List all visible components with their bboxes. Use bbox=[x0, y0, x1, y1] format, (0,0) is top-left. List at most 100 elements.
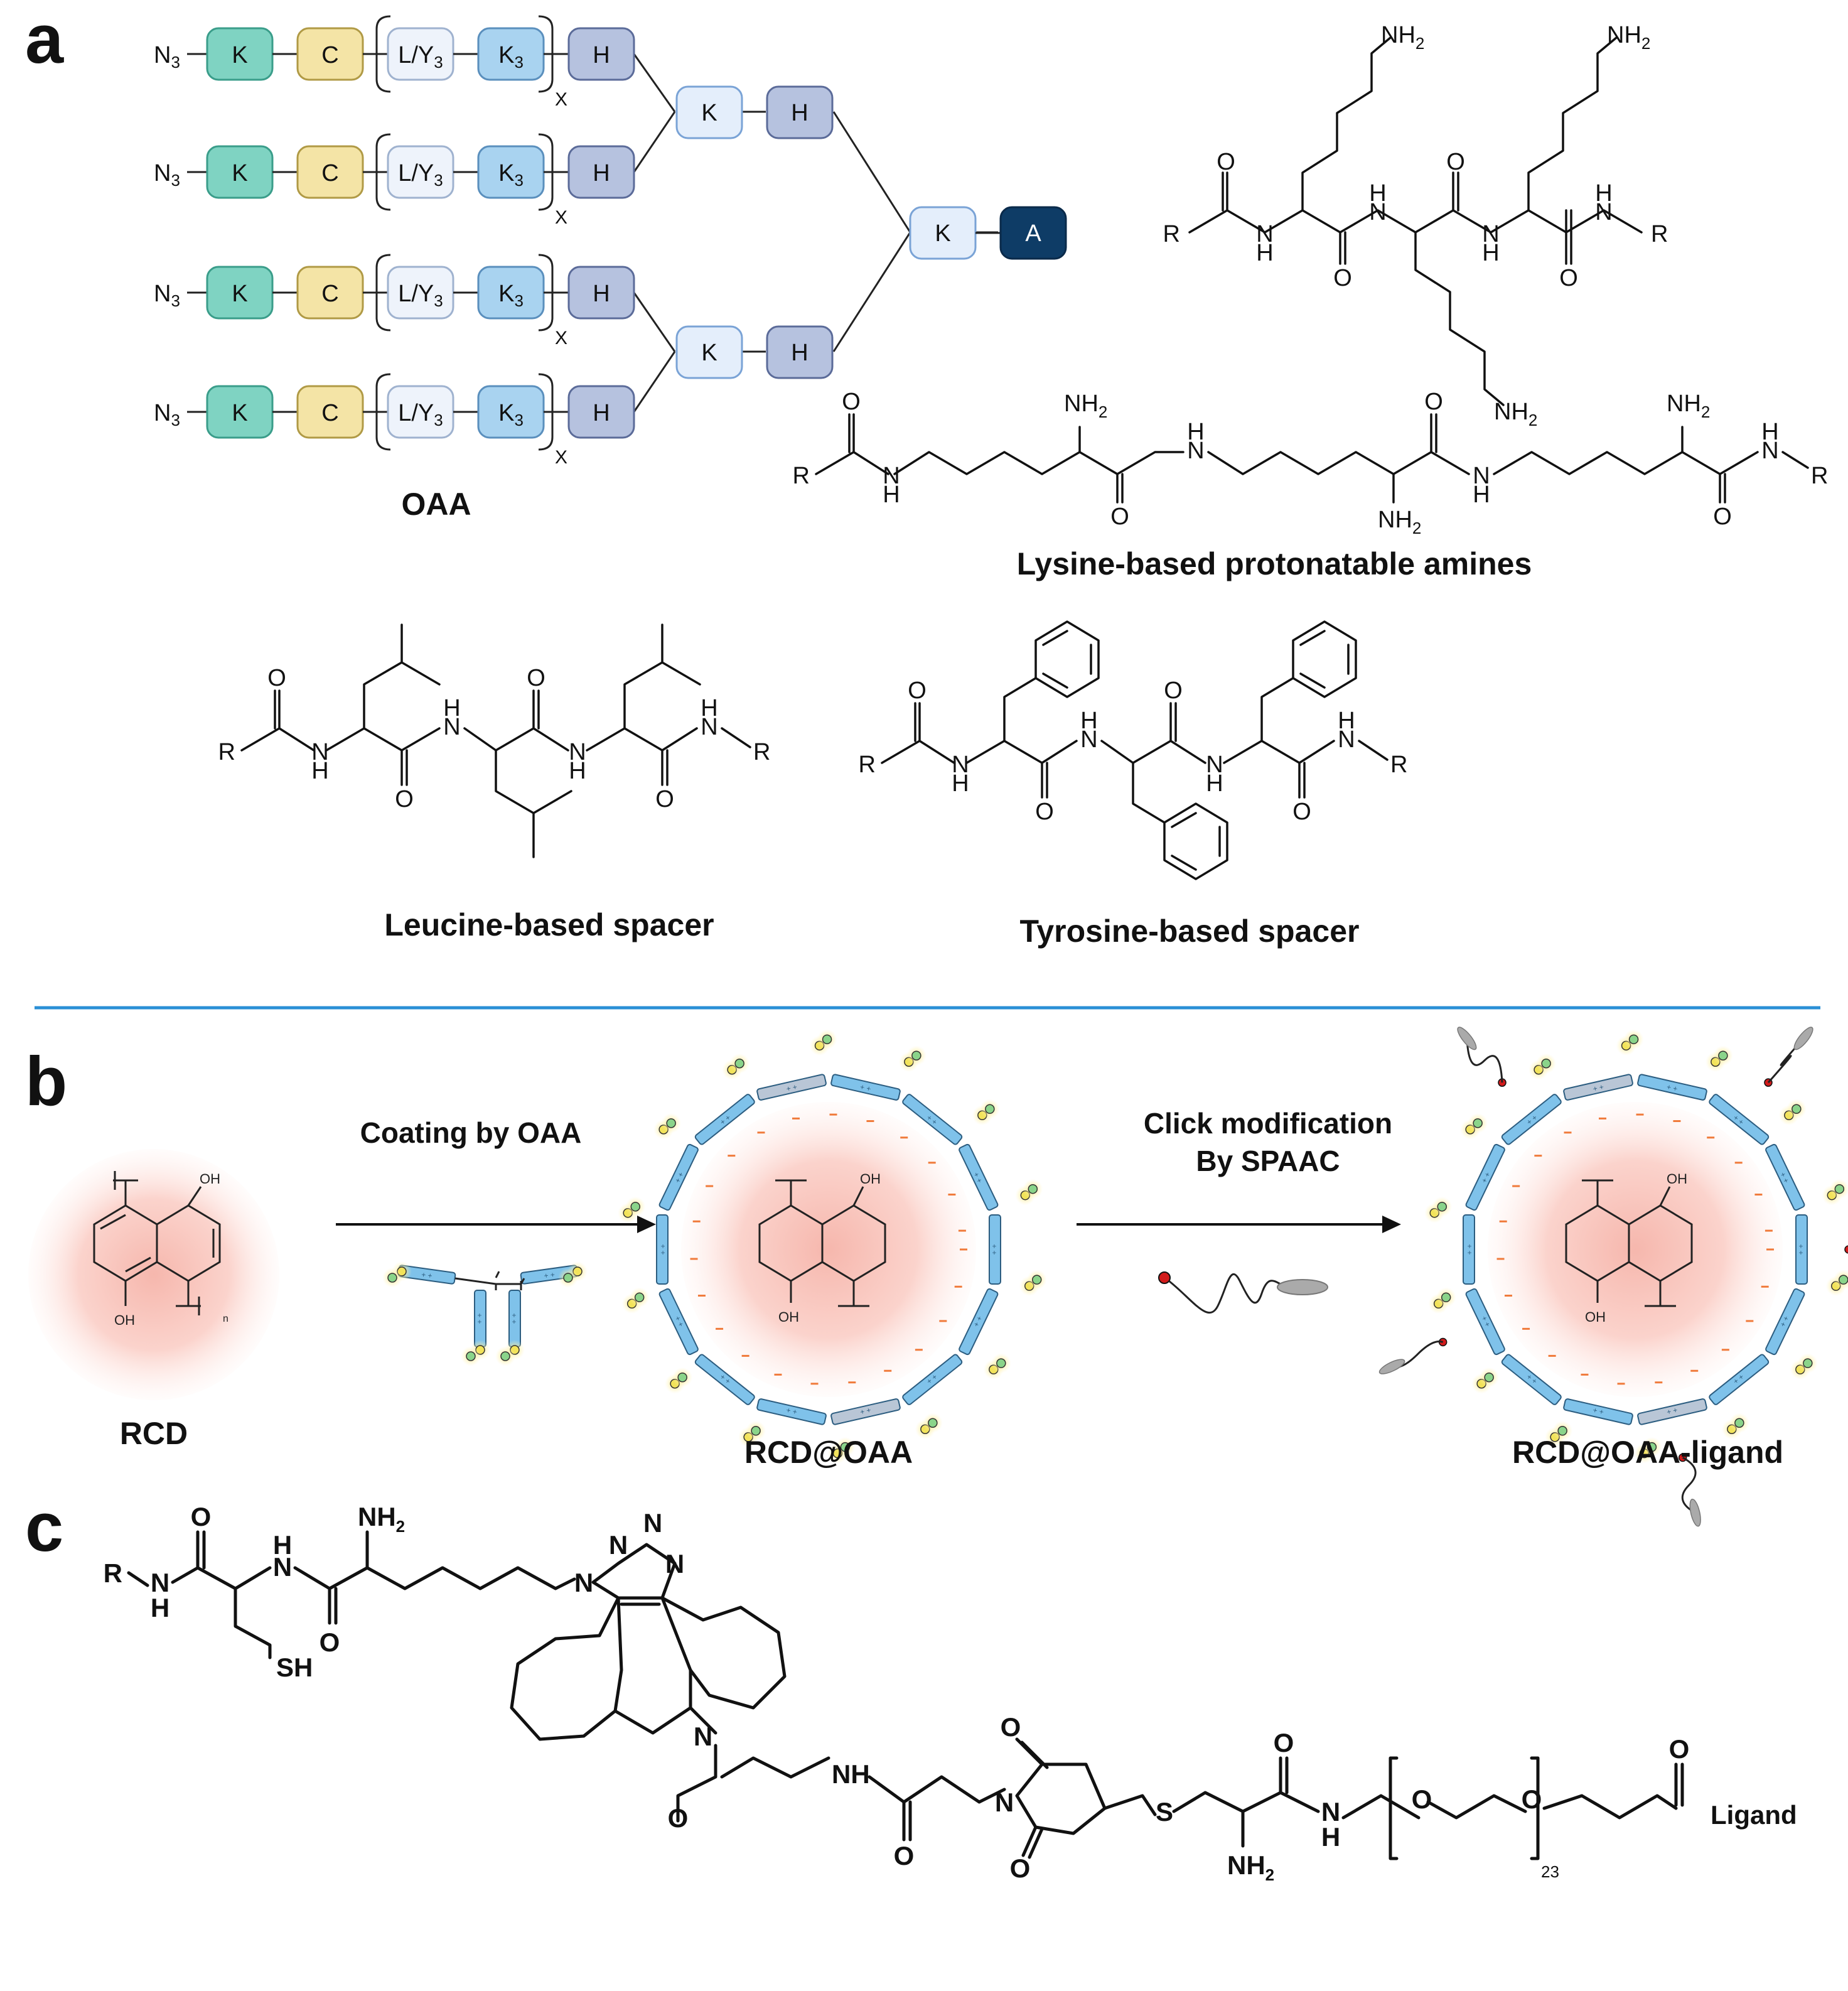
bead bbox=[466, 1351, 476, 1361]
ly-label: L/Y3 bbox=[398, 281, 443, 310]
oaa-rod: + + bbox=[830, 1398, 901, 1425]
repeat-bracket-right bbox=[538, 133, 554, 211]
atom-n: N bbox=[443, 714, 460, 740]
ly-label: L/Y3 bbox=[398, 42, 443, 72]
h-box bbox=[567, 385, 635, 439]
atom-n: N bbox=[1338, 726, 1355, 753]
atom-o: O bbox=[655, 786, 674, 812]
rcd-oaa-ligand-caption: RCD@OAA-ligand bbox=[1512, 1435, 1783, 1470]
repeat-bracket-left bbox=[375, 373, 391, 451]
atom-r: R bbox=[1163, 221, 1180, 247]
core-k-label: K bbox=[935, 220, 950, 247]
repeat-bracket-left bbox=[375, 133, 391, 211]
lysine-caption: Lysine-based protonatable amines bbox=[1017, 546, 1532, 581]
bead bbox=[1028, 1184, 1038, 1194]
ly-label: L/Y3 bbox=[398, 400, 443, 429]
atom-h: H bbox=[273, 1530, 292, 1560]
h-label: H bbox=[593, 160, 610, 186]
atom-n: N bbox=[1206, 752, 1223, 778]
oaa-rod: + + bbox=[656, 1214, 669, 1285]
h-box bbox=[567, 27, 635, 81]
k3-label: K3 bbox=[498, 160, 524, 190]
atom-h: H bbox=[443, 695, 460, 721]
atom-r: R bbox=[104, 1558, 122, 1588]
k-label: K bbox=[232, 281, 247, 307]
k3-label: K3 bbox=[498, 400, 524, 429]
core-node: K A bbox=[909, 206, 1067, 260]
svg-text:+ +: + + bbox=[1480, 1171, 1492, 1185]
ligand-peg-icon bbox=[1158, 1271, 1328, 1314]
rcd-particle: OH OH n bbox=[28, 1149, 279, 1400]
atom-o: O bbox=[1412, 1784, 1432, 1814]
panel-label-b: b bbox=[25, 1043, 67, 1120]
atom-n: N bbox=[1595, 199, 1612, 225]
repeat-bracket-right bbox=[538, 254, 554, 332]
svg-text:+ +: + + bbox=[859, 1406, 872, 1417]
oaa-rod: + + bbox=[1501, 1354, 1562, 1405]
repeat-x-label: X bbox=[555, 207, 567, 228]
repeat-x-label: X bbox=[555, 89, 567, 110]
k3-label: K3 bbox=[498, 281, 524, 310]
atom-o: O bbox=[1001, 1712, 1021, 1742]
branch-node-lower: K H bbox=[675, 325, 834, 379]
atom-h: H bbox=[1338, 708, 1355, 734]
k-label: K bbox=[232, 400, 247, 426]
oh-label: OH bbox=[860, 1171, 881, 1187]
atom-n: N bbox=[151, 1568, 169, 1597]
amine-label: NH2 bbox=[1607, 22, 1650, 53]
atom-o: O bbox=[1035, 799, 1054, 825]
bead bbox=[996, 1358, 1006, 1368]
oaa-rod: + + bbox=[1765, 1143, 1805, 1211]
ly-label: L/Y3 bbox=[398, 160, 443, 190]
ligand-ellipse bbox=[1378, 1359, 1405, 1374]
atom-o: O bbox=[1110, 504, 1129, 530]
peg-repeat-count: 23 bbox=[1541, 1862, 1559, 1881]
leucine-spacer: R O N H O H N O N H O H N R bbox=[218, 623, 770, 858]
oaa-rod: + + bbox=[959, 1143, 999, 1211]
atom-h: H bbox=[1187, 419, 1204, 445]
oaa-rod: + + bbox=[1465, 1143, 1505, 1211]
oaa-rod: + + bbox=[959, 1288, 999, 1356]
atom-h: H bbox=[311, 758, 328, 784]
svg-text:+ +: + + bbox=[972, 1171, 984, 1185]
c-label: C bbox=[321, 160, 338, 186]
atom-o: O bbox=[668, 1803, 689, 1833]
tyrosine-spacer: R O N H O H N O N H O H N R bbox=[859, 620, 1407, 880]
atom-h: H bbox=[1256, 240, 1273, 266]
repeat-bracket-left bbox=[375, 254, 391, 332]
svg-text:+ +: + + bbox=[1778, 1171, 1791, 1185]
atom-h: H bbox=[952, 770, 969, 797]
azide-label: N3 bbox=[154, 400, 180, 429]
atom-n: N bbox=[995, 1788, 1014, 1817]
oaa-rod: + + bbox=[902, 1354, 963, 1405]
bead bbox=[1031, 1275, 1042, 1285]
click-step-label: Click modification bbox=[1144, 1107, 1392, 1140]
atom-o: O bbox=[1424, 389, 1443, 415]
bead bbox=[1557, 1426, 1567, 1436]
atom-o: O bbox=[395, 786, 414, 812]
repeat-x-label: X bbox=[555, 328, 567, 348]
atom-o: O bbox=[1333, 265, 1352, 291]
atom-n: N bbox=[569, 739, 586, 765]
oaa-rod: + + bbox=[1637, 1398, 1707, 1425]
atom-n: N bbox=[883, 463, 900, 489]
branch-node-upper: K H bbox=[675, 85, 834, 139]
atom-h: H bbox=[1206, 770, 1223, 797]
leucine-caption: Leucine-based spacer bbox=[384, 907, 714, 942]
atom-n: N bbox=[1321, 1797, 1340, 1826]
dbco-dot bbox=[1158, 1271, 1171, 1284]
h-label: H bbox=[791, 340, 808, 366]
atom-n: N bbox=[311, 739, 328, 765]
bead bbox=[911, 1050, 921, 1060]
bead bbox=[1437, 1202, 1448, 1212]
oaa-rod: + + bbox=[1795, 1214, 1808, 1285]
h-label: H bbox=[593, 400, 610, 426]
rcd-glow bbox=[28, 1149, 279, 1400]
spaac-step-label: By SPAAC bbox=[1196, 1145, 1340, 1177]
oaa-caption: OAA bbox=[401, 487, 471, 522]
bead bbox=[1718, 1050, 1728, 1060]
svg-text:+ +: + + bbox=[673, 1171, 685, 1185]
